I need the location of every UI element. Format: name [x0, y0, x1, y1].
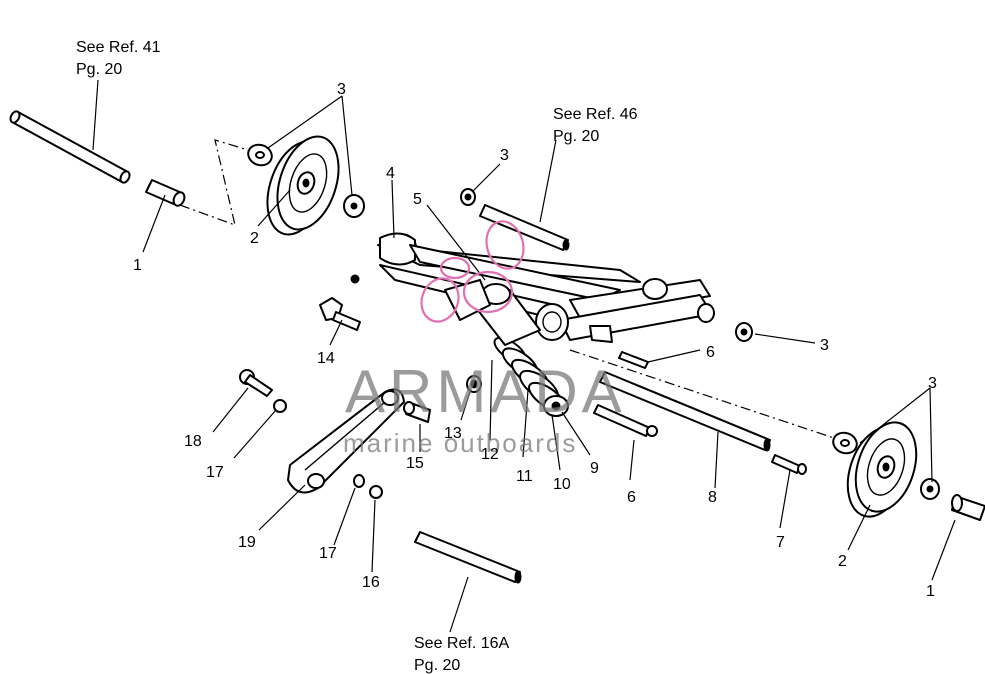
washer-3-right-b	[920, 478, 940, 500]
callout-1-left: 1	[133, 257, 142, 274]
bushing-1-right	[951, 494, 985, 521]
callout-4: 4	[386, 165, 395, 182]
callout-2-right: 2	[838, 553, 847, 570]
callout-3-top-left: 3	[337, 81, 346, 98]
bushing-1-left	[145, 179, 186, 207]
nut-16	[369, 485, 383, 499]
callout-10: 10	[553, 476, 571, 493]
washer-17-lower	[353, 474, 365, 488]
watermark-tagline: marine outboards	[343, 428, 577, 458]
bolt-7	[771, 454, 807, 475]
callout-18: 18	[184, 433, 202, 450]
washer-3-left-b	[343, 194, 365, 218]
nut-small	[350, 274, 360, 284]
armada-logo-icon	[420, 220, 525, 323]
ref-46-line1: See Ref. 46	[553, 106, 638, 123]
callout-8: 8	[708, 489, 717, 506]
watermark: ARMADA marine outboards	[343, 220, 626, 458]
upper-arm-assembly	[535, 278, 715, 343]
washer-17-upper	[273, 399, 287, 413]
callout-6-lower: 6	[627, 489, 636, 506]
leader-dash-left	[179, 139, 249, 226]
link-arm-19	[287, 388, 405, 494]
callout-16: 16	[362, 574, 380, 591]
watermark-brand: ARMADA	[345, 358, 626, 425]
callout-14: 14	[317, 350, 335, 367]
callout-11: 11	[516, 468, 533, 485]
callout-19: 19	[238, 534, 256, 551]
callout-3-top-mid: 3	[500, 147, 509, 164]
callout-15: 15	[406, 455, 424, 472]
nut-13	[466, 375, 482, 393]
callout-12: 12	[481, 446, 499, 463]
ref-41-line1: See Ref. 41	[76, 39, 161, 56]
ref-46-line2: Pg. 20	[553, 128, 599, 145]
shock-eye-10	[543, 395, 569, 417]
leader-dash-right	[569, 349, 841, 441]
bolt-6-lower	[593, 404, 658, 437]
callout-5: 5	[413, 191, 422, 208]
bolt-6-upper	[618, 351, 649, 369]
callout-17-lower: 17	[319, 545, 337, 562]
callout-13: 13	[444, 425, 462, 442]
bushing-15	[403, 401, 431, 423]
shaft-ref-16a	[414, 531, 522, 584]
callout-3-right-mid: 3	[820, 337, 829, 354]
callout-2-left: 2	[250, 230, 259, 247]
callout-6-upper: 6	[706, 344, 715, 361]
callout-3-right-top: 3	[928, 375, 937, 392]
callout-7: 7	[776, 534, 785, 551]
washer-3-center	[460, 188, 476, 206]
callout-9: 9	[590, 460, 599, 477]
callout-1-right: 1	[926, 583, 935, 600]
idler-wheel-2-left	[266, 135, 340, 236]
ref-16a-line1: See Ref. 16A	[414, 635, 510, 652]
bolt-14	[319, 297, 361, 331]
leader-lines	[92, 79, 956, 633]
axle-8	[599, 371, 771, 452]
callout-17-upper: 17	[206, 464, 224, 481]
washer-3-right-a	[832, 431, 858, 455]
shaft-ref-41	[9, 110, 131, 184]
idler-wheel-2-right	[846, 421, 918, 518]
ref-41-line2: Pg. 20	[76, 61, 122, 78]
bolt-18	[239, 369, 273, 397]
shaft-ref-46	[479, 204, 570, 251]
washer-3-right-mid	[735, 322, 753, 342]
washer-3-left-a	[247, 143, 273, 167]
ref-16a-line2: Pg. 20	[414, 657, 460, 674]
shock-spring-11	[493, 336, 566, 413]
